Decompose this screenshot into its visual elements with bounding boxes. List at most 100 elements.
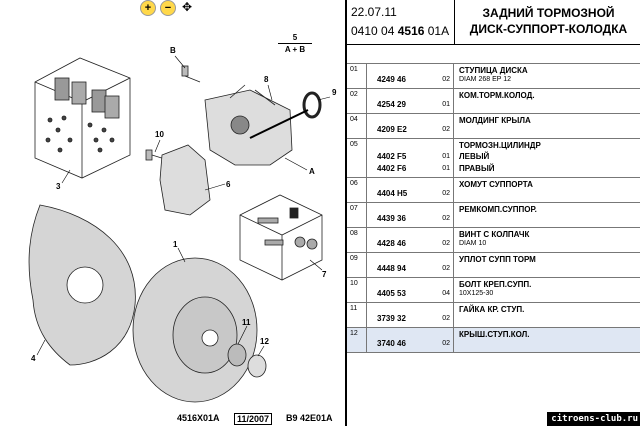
parts-diagram: + − ✥	[28, 0, 337, 425]
part-spec: DIAM 10	[459, 240, 487, 247]
part-quantity: 02	[442, 265, 450, 272]
caliper-assembly	[204, 84, 293, 166]
row-number: 11	[347, 303, 367, 327]
parts-list-panel: 22.07.11 0410 04 4516 01A ЗАДНИЙ ТОРМОЗН…	[345, 0, 640, 426]
part-spec: DIAM 268 EP 12	[459, 76, 512, 83]
description-cell: КОМ.ТОРМ.КОЛОД.	[453, 89, 640, 113]
description-cell: УПЛОТ СУПП ТОРМ	[453, 253, 640, 277]
hub-cap	[247, 354, 267, 378]
callout-10: 10	[155, 130, 164, 139]
part-reference[interactable]: 4448 94	[377, 264, 406, 273]
part-reference[interactable]: 4249 46	[377, 75, 406, 84]
brake-pad-kit-box	[34, 57, 131, 179]
row-number: 12	[347, 328, 367, 352]
part-quantity: 01	[442, 153, 450, 160]
move-icon[interactable]: ✥	[181, 0, 193, 14]
part-description: ВИНТ С КОЛПАЧК	[459, 230, 530, 239]
description-cell: МОЛДИНГ КРЫЛА	[453, 114, 640, 138]
callout-6: 6	[226, 180, 231, 189]
part-description: МОЛДИНГ КРЫЛА	[459, 116, 531, 125]
caliper-bracket	[159, 144, 211, 216]
diagram-ref: B9 42E01A	[286, 413, 333, 423]
part-reference[interactable]: 4439 36	[377, 214, 406, 223]
description-cell: РЕМКОМП.СУППОР.	[453, 203, 640, 227]
part-quantity: 02	[442, 126, 450, 133]
header-title: ЗАДНИЙ ТОРМОЗНОЙ ДИСК-СУППОРТ-КОЛОДКА	[469, 6, 628, 36]
fraction-bottom: A + B	[284, 45, 306, 54]
caliper-bolts	[145, 65, 201, 161]
part-description: ТОРМОЗН.ЦИЛИНДР	[459, 141, 541, 150]
hub-nut	[227, 343, 247, 367]
part-reference[interactable]: 4428 46	[377, 239, 406, 248]
row-number: 02	[347, 89, 367, 113]
description-cell: ГАЙКА КР. СТУП.	[453, 303, 640, 327]
part-quantity: 02	[442, 240, 450, 247]
part-description: ГАЙКА КР. СТУП.	[459, 305, 525, 314]
row-number: 05	[347, 139, 367, 177]
part-reference[interactable]: 4402 F5	[377, 152, 407, 161]
fraction-line	[278, 43, 312, 44]
table-row[interactable]: 02 4254 29 01 КОМ.ТОРМ.КОЛОД.	[347, 88, 640, 113]
row-number: 08	[347, 228, 367, 252]
part-reference[interactable]: 4402 F6	[377, 164, 407, 173]
callout-a: A	[309, 167, 315, 176]
zoom-in-icon[interactable]: +	[140, 0, 156, 16]
callout-1: 1	[173, 240, 178, 249]
part-reference[interactable]: 4209 E2	[377, 125, 407, 134]
caliper-repair-kit-box	[239, 194, 323, 281]
callout-3: 3	[56, 182, 61, 191]
part-reference[interactable]: 4254 29	[377, 100, 406, 109]
row-number: 09	[347, 253, 367, 277]
site-watermark: citroens-club.ru	[547, 412, 640, 426]
part-reference[interactable]: 3739 32	[377, 314, 406, 323]
zoom-toolbar: + − ✥	[140, 0, 194, 16]
reference-cell: 3740 46 02	[367, 328, 454, 352]
caliper-seal	[302, 91, 322, 119]
part-description: УПЛОТ СУПП ТОРМ	[459, 255, 536, 264]
part-reference[interactable]: 4404 H5	[377, 189, 408, 198]
row-number: 10	[347, 278, 367, 302]
part-description: ХОМУТ СУППОРТА	[459, 180, 533, 189]
table-row[interactable]: 12 3740 46 02 КРЫШ.СТУП.КОЛ.	[347, 327, 640, 353]
assembly-fraction-label: 5 A + B	[278, 33, 312, 54]
part-variant: ПРАВЫЙ	[459, 164, 495, 173]
description-cell: ХОМУТ СУППОРТА	[453, 178, 640, 202]
header-code: 0410 04 4516 01A	[351, 24, 450, 38]
table-row[interactable]: 09 4448 94 02 УПЛОТ СУПП ТОРМ	[347, 252, 640, 277]
part-description: КРЫШ.СТУП.КОЛ.	[459, 330, 530, 339]
part-quantity: 01	[442, 101, 450, 108]
part-description: КОМ.ТОРМ.КОЛОД.	[459, 91, 535, 100]
callout-8: 8	[264, 75, 269, 84]
exploded-view-drawing	[28, 55, 331, 403]
diagram-code: 4516X01A	[177, 413, 220, 423]
row-number: 07	[347, 203, 367, 227]
part-description: БОЛТ КРЕП.СУПП.	[459, 280, 532, 289]
description-cell: КРЫШ.СТУП.КОЛ.	[453, 328, 640, 352]
part-quantity: 02	[442, 340, 450, 347]
fraction-top: 5	[292, 33, 298, 42]
part-reference[interactable]: 3740 46	[377, 339, 406, 348]
zoom-out-icon[interactable]: −	[160, 0, 176, 16]
callout-9: 9	[332, 88, 337, 97]
part-reference[interactable]: 4405 53	[377, 289, 406, 298]
row-number: 06	[347, 178, 367, 202]
callout-b: B	[170, 46, 176, 55]
description-cell: БОЛТ КРЕП.СУПП.10X125-30	[453, 278, 640, 302]
